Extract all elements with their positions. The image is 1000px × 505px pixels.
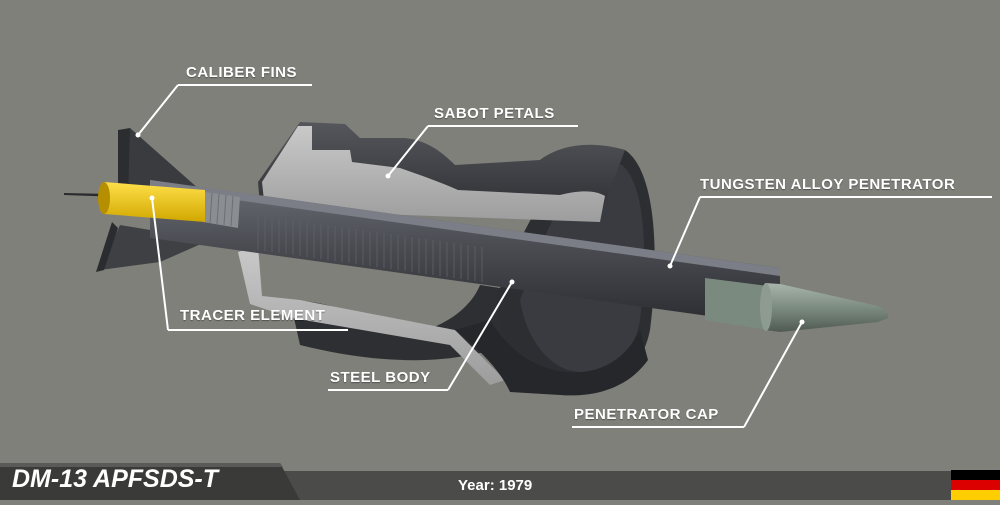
flag-stripe-red [951, 480, 1000, 490]
leader-penetrator-cap-diag [743, 321, 803, 428]
leader-steel-body-diag [447, 281, 513, 391]
leader-caliber-fins-diag [137, 84, 179, 136]
tracer-element [98, 182, 205, 222]
flag-stripe-black [951, 470, 1000, 480]
leader-sabot-petals-diag [387, 125, 429, 177]
page-title: DM-13 APFSDS-T [12, 465, 219, 493]
label-tracer-element: TRACER ELEMENT [180, 307, 326, 324]
label-steel-body: STEEL BODY [330, 369, 431, 386]
leader-tungsten-diag [669, 196, 701, 267]
label-caliber-fins: CALIBER FINS [186, 64, 297, 81]
flag-stripe-gold [951, 490, 1000, 500]
germany-flag-icon [951, 470, 1000, 500]
year-label: Year: 1979 [458, 477, 533, 494]
label-tungsten-alloy-penetrator: TUNGSTEN ALLOY PENETRATOR [700, 176, 956, 193]
title-plate [0, 463, 300, 500]
label-penetrator-cap: PENETRATOR CAP [574, 406, 719, 423]
penetrator-cap [705, 278, 888, 332]
footer-bar: DM-13 APFSDS-T Year: 1979 [0, 463, 1000, 500]
label-sabot-petals: SABOT PETALS [434, 105, 555, 122]
leader-tracer-diag [151, 197, 169, 331]
tungsten-alloy-penetrator [150, 180, 780, 326]
callout-lines [135, 84, 992, 428]
